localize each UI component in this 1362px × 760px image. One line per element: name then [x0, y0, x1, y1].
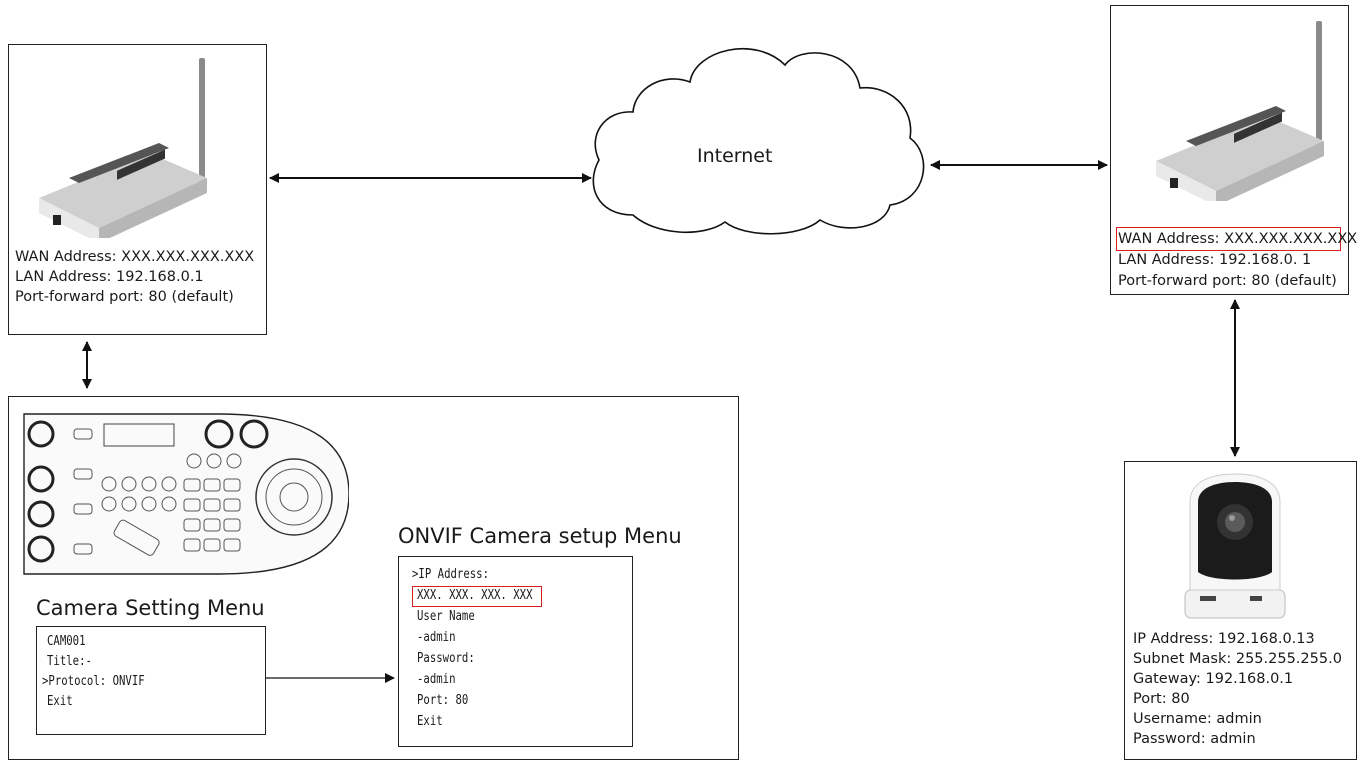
ptz-camera-icon	[1184, 473, 1286, 619]
camera-setting-item: CAM001	[47, 634, 86, 649]
onvif-menu-item: Port: 80	[417, 693, 469, 708]
right-router-lan: LAN Address: 192.168.0. 1	[1118, 252, 1312, 268]
camera-setting-item: >Protocol: ONVIF	[42, 674, 145, 689]
camera-gateway: Gateway: 192.168.0.1	[1133, 671, 1294, 687]
camera-username: Username: admin	[1133, 711, 1262, 727]
right-router-port: Port-forward port: 80 (default)	[1118, 273, 1337, 289]
camera-subnet: Subnet Mask: 255.255.255.0	[1133, 651, 1342, 667]
onvif-ip-highlight	[412, 586, 542, 607]
left-router-panel: WAN Address: XXX.XXX.XXX.XXX LAN Address…	[8, 44, 267, 335]
onvif-menu-item: XXX. XXX. XXX. XXX	[417, 588, 533, 603]
cloud-icon	[592, 48, 925, 235]
camera-panel: IP Address: 192.168.0.13 Subnet Mask: 25…	[1124, 461, 1357, 760]
onvif-menu-item: User Name	[417, 609, 475, 624]
left-router-port: Port-forward port: 80 (default)	[15, 289, 234, 305]
onvif-menu-item: Exit	[417, 714, 443, 729]
camera-ip: IP Address: 192.168.0.13	[1133, 631, 1315, 647]
ptz-keyboard-controller-icon	[23, 413, 349, 575]
wifi-router-icon	[1156, 21, 1324, 201]
left-router-lan: LAN Address: 192.168.0.1	[15, 269, 204, 285]
camera-setting-item: Title:-	[47, 654, 92, 669]
right-router-wan: WAN Address: XXX.XXX.XXX.XXX	[1118, 231, 1358, 247]
camera-setting-menu: CAM001 Title:- >Protocol: ONVIF Exit	[36, 626, 266, 735]
onvif-menu-item: >IP Address:	[412, 567, 490, 582]
onvif-menu-item: -admin	[417, 630, 456, 645]
onvif-menu-item: -admin	[417, 672, 456, 687]
wifi-router-icon	[39, 58, 207, 238]
camera-port: Port: 80	[1133, 691, 1190, 707]
right-router-wan-highlight	[1116, 227, 1341, 251]
left-router-wan: WAN Address: XXX.XXX.XXX.XXX	[15, 249, 255, 265]
camera-password: Password: admin	[1133, 731, 1256, 747]
onvif-menu-title: ONVIF Camera setup Menu	[398, 524, 682, 548]
right-router-panel: WAN Address: XXX.XXX.XXX.XXX LAN Address…	[1110, 5, 1357, 295]
camera-setting-item: Exit	[47, 694, 73, 709]
onvif-menu: >IP Address: XXX. XXX. XXX. XXX User Nam…	[398, 556, 633, 747]
cloud-label: Internet	[697, 145, 773, 167]
onvif-menu-item: Password:	[417, 651, 475, 666]
camera-setting-menu-title: Camera Setting Menu	[36, 596, 265, 620]
